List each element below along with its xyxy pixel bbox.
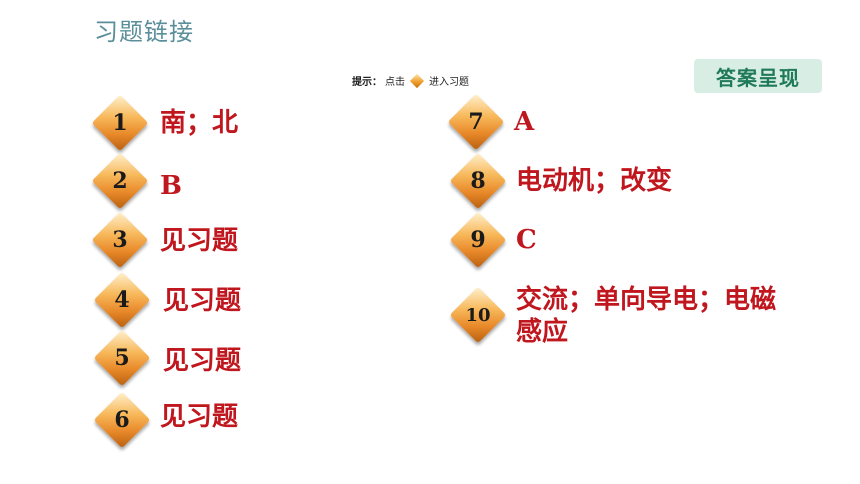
- answer-text: 电动机；改变: [516, 166, 673, 196]
- answer-text: 见习题: [160, 402, 239, 432]
- question-badge-7[interactable]: 7: [447, 93, 505, 151]
- answer-text: C: [516, 225, 537, 255]
- answer-text: 见习题: [163, 346, 242, 376]
- show-answers-button[interactable]: 答案呈现: [694, 59, 822, 93]
- question-number: 3: [112, 227, 128, 253]
- question-number: 9: [470, 227, 486, 253]
- question-number: 7: [468, 109, 484, 135]
- answer-text: A: [514, 107, 535, 137]
- answer-text: 交流；单向导电；电磁感应: [516, 285, 777, 347]
- answer-text: 见习题: [163, 286, 242, 316]
- question-badge-4[interactable]: 4: [93, 271, 151, 329]
- hint-bar: 提示： 点击 进入习题: [352, 73, 469, 88]
- question-badge-3[interactable]: 3: [91, 211, 149, 269]
- answer-text: 南；北: [160, 108, 239, 138]
- question-number: 6: [114, 407, 130, 433]
- hint-text-click: 点击: [385, 77, 405, 88]
- answer-text: B: [160, 171, 182, 201]
- question-badge-5[interactable]: 5: [93, 329, 151, 387]
- question-badge-6[interactable]: 6: [93, 391, 151, 449]
- question-badge-9[interactable]: 9: [449, 211, 507, 269]
- hint-prefix: 提示：: [352, 77, 382, 88]
- question-number: 8: [470, 168, 486, 194]
- question-badge-2[interactable]: 2: [91, 152, 149, 210]
- answer-text: 见习题: [160, 226, 239, 256]
- question-badge-8[interactable]: 8: [449, 152, 507, 210]
- question-number: 4: [114, 287, 130, 313]
- question-number: 1: [112, 110, 128, 136]
- diamond-icon: [409, 73, 425, 88]
- question-number: 2: [112, 168, 128, 194]
- question-number: 10: [465, 304, 491, 326]
- question-badge-10[interactable]: 10: [449, 286, 507, 344]
- question-number: 5: [114, 345, 130, 371]
- question-badge-1[interactable]: 1: [91, 94, 149, 152]
- page-title: 习题链接: [94, 18, 194, 46]
- hint-text-enter: 进入习题: [429, 77, 469, 88]
